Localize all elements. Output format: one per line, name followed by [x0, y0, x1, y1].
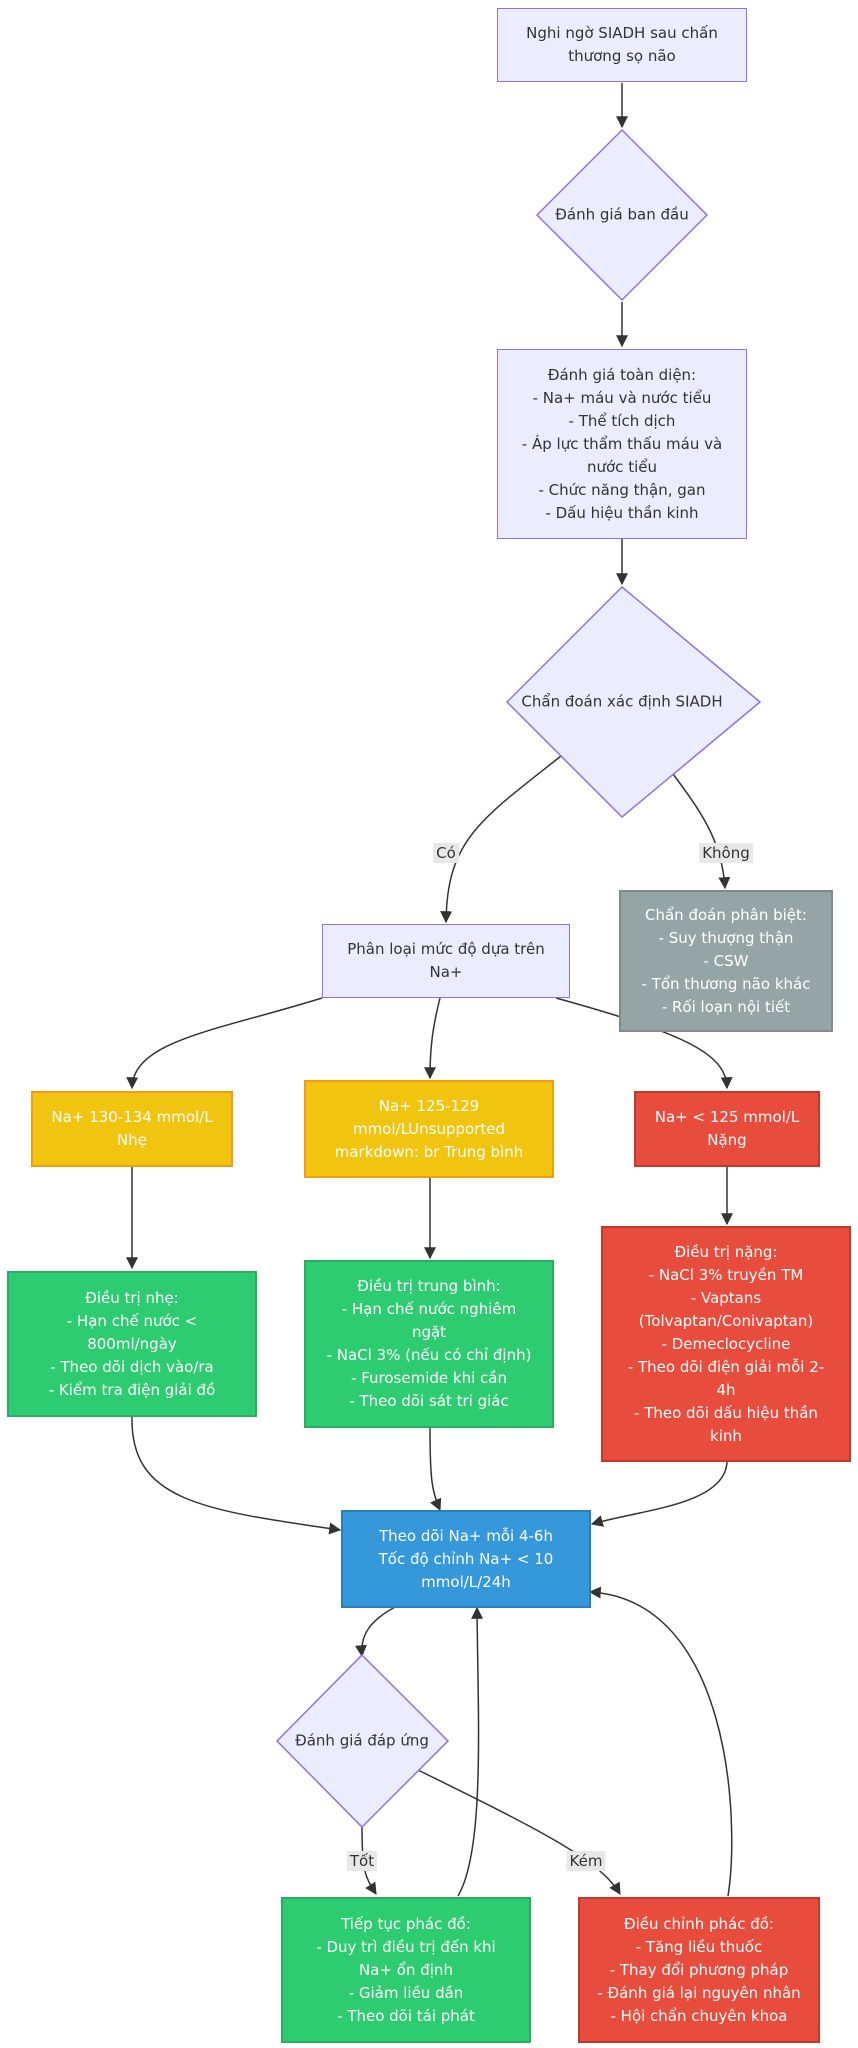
node-text-line: - Giảm liều dần: [348, 1983, 464, 2002]
node-text-line: Điều trị trung bình:: [357, 1277, 501, 1295]
mild-level-box: Na+ 130-134 mmol/L Nhẹ: [31, 1091, 233, 1167]
edge-continue-to-monitor: [457, 1606, 484, 1897]
tx-mild-box: Điều trị nhẹ: - Hạn chế nước < 800ml/ngày -…: [7, 1271, 257, 1417]
node-text-line: - Duy trì điều trị đến khi: [316, 1937, 496, 1956]
node-text-line: Na+ ổn định: [359, 1960, 453, 1979]
node-text-line: Nghi ngờ SIADH sau chấn: [526, 24, 718, 42]
node-text-line: - Hội chẩn chuyên khoa: [610, 2006, 788, 2025]
node-text-line: thương sọ não: [568, 47, 676, 65]
response-label: Đánh giá đáp ứng: [295, 1731, 429, 1752]
node-text-line: - Hạn chế nước <: [66, 1311, 198, 1330]
node-text-line: - Theo dõi dấu hiệu thần: [634, 1403, 818, 1422]
node-text-line: - Suy thượng thận: [658, 928, 794, 947]
node-text-line: Đánh giá đáp ứng: [295, 1731, 429, 1750]
node-text-line: - NaCl 3% truyền TM: [648, 1265, 804, 1284]
node-text-line: - Na+ máu và nước tiểu: [532, 388, 712, 407]
node-text-line: - Demeclocycline: [661, 1334, 791, 1353]
edge-label-no: Không: [699, 843, 753, 863]
node-text-line: Điều trị nặng:: [674, 1242, 778, 1261]
edge-tx-moderate-to-monitor: [429, 1427, 442, 1512]
node-text-line: Đánh giá ban đầu: [555, 205, 689, 224]
node-text-line: mmol/L/24h: [421, 1572, 511, 1591]
node-text-line: kinh: [710, 1426, 742, 1445]
node-text-line: - Theo dõi tái phát: [337, 2006, 475, 2025]
tx-moderate-box: Điều trị trung bình: - Hạn chế nước nghiê…: [304, 1260, 554, 1428]
initial-eval-label: Đánh giá ban đầu: [555, 205, 688, 226]
node-text-line: Theo dõi Na+ mỗi 4-6h: [379, 1526, 553, 1545]
edge-confirm-dx-to-classify: [440, 755, 562, 924]
node-text-line: - Thể tích dịch: [568, 411, 676, 430]
node-text-line: (Tolvaptan/Conivaptan): [638, 1311, 814, 1330]
node-text-line: - Furosemide khi cần: [351, 1369, 507, 1387]
edge-adjust-to-monitor: [588, 1586, 733, 1897]
differential-dx-box: Chẩn đoán phân biệt: - Suy thượng thận - C…: [619, 890, 833, 1032]
edge-classify-to-mild: [126, 997, 323, 1090]
moderate-level-box: Na+ 125-129 mmol/LUnsupported markdown: br…: [304, 1080, 554, 1178]
node-text-line: Chẩn đoán xác định SIADH: [521, 692, 723, 711]
node-text-line: - Theo dõi sát tri giác: [349, 1392, 509, 1410]
node-text-line: Điều chỉnh phác đồ:: [623, 1914, 774, 1933]
node-text-line: ngặt: [411, 1323, 447, 1341]
node-text-line: Chẩn đoán phân biệt:: [645, 905, 807, 924]
confirm-dx-label: Chẩn đoán xác định SIADH: [521, 692, 722, 713]
edge-classify-to-severe: [555, 997, 733, 1090]
suspect-siadh-box: Nghi ngờ SIADH sau chấn thương sọ não: [497, 8, 747, 82]
node-text-line: Nặng: [707, 1131, 747, 1149]
node-text-line: - NaCl 3% (nếu có chỉ định): [326, 1346, 532, 1364]
node-text-line: Na+ 125-129: [378, 1096, 480, 1115]
node-text-line: Tốc độ chỉnh Na+ < 10: [378, 1549, 554, 1568]
node-text-line: nước tiểu: [586, 457, 657, 476]
node-text-line: - Thay đổi phương pháp: [609, 1960, 789, 1979]
severe-level-box: Na+ < 125 mmol/L Nặng: [634, 1091, 820, 1167]
node-text-line: 4h: [716, 1380, 736, 1399]
node-text-line: - Tổn thương não khác: [641, 974, 811, 993]
edge-response-to-adjust: [417, 1769, 621, 1896]
edge-label-good: Tốt: [346, 1851, 378, 1871]
node-text-line: - Tăng liều thuốc: [635, 1937, 763, 1956]
initial-eval-diamond: [535, 128, 709, 302]
node-text-line: Nhẹ: [117, 1131, 147, 1149]
node-text-line: Na+ < 125 mmol/L: [654, 1108, 800, 1126]
edge-label-poor: Kém: [566, 1851, 606, 1871]
edge-tx-mild-to-monitor: [131, 1415, 342, 1535]
node-text-line: - Dấu hiệu thần kinh: [545, 503, 699, 522]
node-text-line: - Đánh giá lại nguyên nhân: [597, 1983, 801, 2002]
node-text-line: Phân loại mức độ dựa trên: [347, 940, 545, 958]
node-text-line: - Vaptans: [690, 1288, 762, 1307]
node-text-line: Điều trị nhẹ:: [85, 1288, 179, 1307]
node-text-line: mmol/LUnsupported: [352, 1119, 506, 1138]
tx-severe-box: Điều trị nặng: - NaCl 3% truyền TM - Vapta…: [601, 1226, 851, 1462]
adjust-protocol-box: Điều chỉnh phác đồ: - Tăng liều thuốc - Th…: [578, 1897, 820, 2043]
confirm-dx-diamond: [505, 585, 762, 819]
edge-confirm-dx-to-differential: [669, 769, 731, 890]
node-text-line: Tiếp tục phác đồ:: [341, 1914, 471, 1933]
node-text-line: - Kiểm tra điện giải đồ: [48, 1380, 216, 1399]
node-text-line: - CSW: [703, 951, 749, 970]
node-text-line: - Áp lực thẩm thấu máu và: [521, 434, 723, 453]
response-diamond: [275, 1653, 450, 1829]
node-text-line: - Theo dõi điện giải mỗi 2-: [627, 1357, 825, 1376]
node-text-line: Đánh giá toàn diện:: [547, 365, 697, 384]
node-text-line: - Hạn chế nước nghiêm: [341, 1300, 517, 1318]
edge-label-yes: Có: [433, 843, 459, 863]
node-text-line: - Chức năng thận, gan: [538, 480, 706, 499]
edge-classify-to-moderate: [424, 997, 441, 1080]
full-eval-box: Đánh giá toàn diện: - Na+ máu và nước tiể…: [497, 349, 747, 539]
node-text-line: 800ml/ngày: [87, 1334, 177, 1353]
edge-monitor-to-response: [355, 1605, 398, 1658]
continue-protocol-box: Tiếp tục phác đồ: - Duy trì điều trị đến …: [281, 1897, 531, 2043]
node-text-line: Na+: [429, 963, 463, 981]
node-text-line: - Rối loạn nội tiết: [661, 997, 791, 1016]
node-text-line: markdown: br Trung bình: [334, 1142, 524, 1161]
node-text-line: - Theo dõi dịch vào/ra: [50, 1357, 214, 1376]
node-text-line: Na+ 130-134 mmol/L: [51, 1108, 213, 1126]
edge-tx-severe-to-monitor: [590, 1461, 728, 1527]
